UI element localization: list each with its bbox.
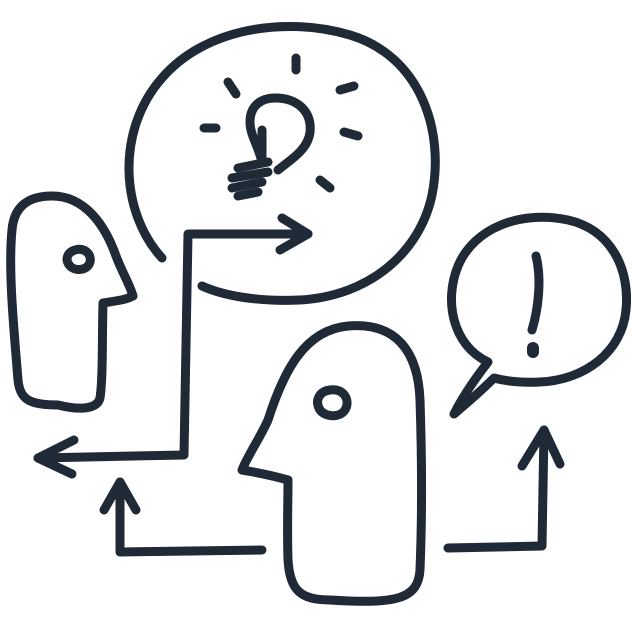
left-head-eye (62, 244, 95, 274)
bulb-base-3 (227, 177, 267, 193)
arrow-idea-head-top (275, 213, 313, 255)
idea-thought-bubble-icon (124, 22, 440, 305)
arrow-up-left-stem (115, 477, 267, 557)
bulb-ray-upper-right (335, 81, 359, 95)
right-to-left-up-arrow-icon (99, 477, 267, 557)
right-head-outline (237, 321, 426, 606)
arrow-up-right-head (517, 425, 565, 471)
exclamation-speech-bubble-icon (447, 212, 632, 419)
left-person-head-icon (6, 191, 138, 413)
right-head-eye (313, 385, 352, 421)
arrow-up-left-head (99, 477, 141, 515)
bulb-glass (245, 93, 315, 175)
bulb-base-4 (233, 187, 263, 201)
arrow-up-right-stem (443, 425, 549, 553)
bulb-base-2 (227, 167, 273, 183)
right-person-head-icon (237, 321, 426, 606)
bulb-ray-lower-right (315, 175, 335, 193)
arrow-idea-stem (33, 229, 313, 463)
idea-bubble-outline (124, 22, 440, 305)
arrow-left-head (33, 435, 79, 479)
left-head-outline (6, 191, 138, 413)
right-to-bubble-up-arrow-icon (443, 425, 565, 553)
bulb-base-1 (233, 157, 273, 173)
light-bulb-icon (199, 53, 363, 201)
bulb-ray-upper-left (223, 77, 241, 99)
exclamation-stroke (527, 251, 544, 335)
idea-to-left-arrow-icon (33, 213, 313, 479)
speech-bubble-outline (447, 212, 632, 419)
bulb-ray-right (339, 127, 363, 141)
